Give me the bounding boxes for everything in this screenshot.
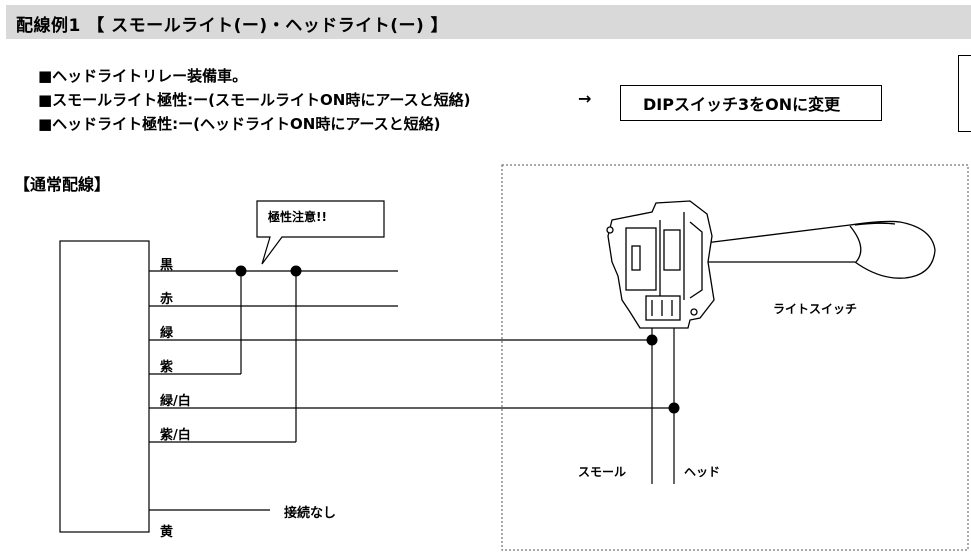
note-small-polarity: ■スモールライト極性:ー(スモールライトON時にアースと短絡): [38, 91, 471, 109]
section-title: 【通常配線】: [14, 175, 111, 194]
page-title: 配線例1 【 スモールライト(ー)・ヘッドライト(ー) 】: [16, 16, 449, 36]
terminal-head-label: ヘッド: [684, 465, 721, 479]
wire-label-green: 緑: [160, 326, 174, 341]
offscreen-box-edge: [958, 55, 971, 132]
wire-label-black: 黒: [160, 258, 174, 273]
junction-black-2: [290, 265, 302, 277]
wire-label-purple-white: 紫/白: [160, 428, 191, 443]
junction-black-1: [235, 265, 247, 277]
terminal-small-label: スモール: [578, 465, 627, 479]
arrow-to-dip: →: [578, 89, 592, 108]
wire-label-purple: 紫: [160, 360, 174, 375]
wire-label-green-white: 緑/白: [160, 394, 191, 409]
polarity-callout-text: 極性注意!!: [268, 210, 327, 224]
unit-box: [59, 240, 150, 533]
dip-switch-note: DIPスイッチ3をONに変更: [620, 85, 882, 121]
wire-label-red: 赤: [160, 292, 174, 307]
header-bar: 配線例1 【 スモールライト(ー)・ヘッドライト(ー) 】: [6, 5, 971, 39]
light-switch-label: ライトスイッチ: [773, 302, 858, 316]
notes-block: ■ヘッドライトリレー装備車。 ■スモールライト極性:ー(スモールライトON時にア…: [38, 64, 471, 136]
polarity-callout-bubble: [256, 200, 385, 265]
note-relay: ■ヘッドライトリレー装備車。: [38, 67, 248, 85]
combination-light-switch-icon: [606, 200, 936, 329]
not-connected-label: 接続なし: [284, 506, 337, 521]
dip-switch-note-text: DIPスイッチ3をONに変更: [643, 95, 841, 114]
switch-area-frame: [501, 164, 969, 551]
wire-label-yellow: 黄: [160, 525, 174, 540]
note-head-polarity: ■ヘッドライト極性:ー(ヘッドライトON時にアースと短絡): [38, 115, 441, 133]
